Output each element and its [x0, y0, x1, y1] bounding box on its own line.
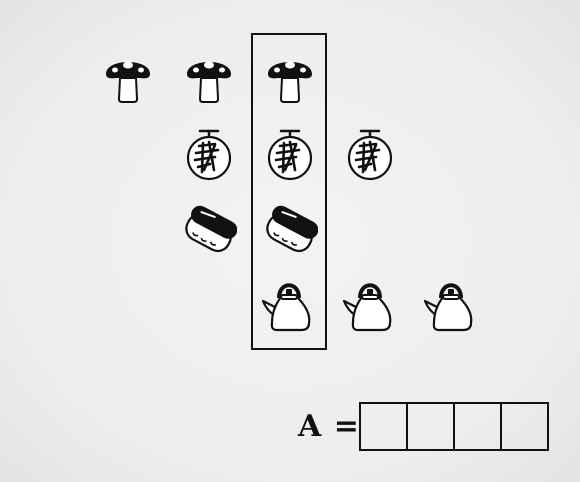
answer-cell[interactable] — [502, 404, 547, 449]
answer-input-boxes[interactable] — [359, 402, 549, 451]
kettle-icon — [421, 277, 477, 333]
answer-cell[interactable] — [361, 404, 408, 449]
answer-label: A = — [298, 409, 360, 444]
melon-icon — [181, 126, 237, 182]
highlighted-column-frame — [251, 33, 327, 350]
mushroom-icon — [100, 50, 156, 106]
sushi-icon — [181, 204, 237, 260]
mushroom-icon — [181, 50, 237, 106]
answer-cell[interactable] — [408, 404, 455, 449]
melon-icon — [342, 126, 398, 182]
kettle-icon — [340, 277, 396, 333]
kettle-icon — [259, 277, 315, 333]
melon-icon — [262, 126, 318, 182]
mushroom-icon — [262, 50, 318, 106]
answer-cell[interactable] — [455, 404, 502, 449]
sushi-icon — [262, 204, 318, 260]
